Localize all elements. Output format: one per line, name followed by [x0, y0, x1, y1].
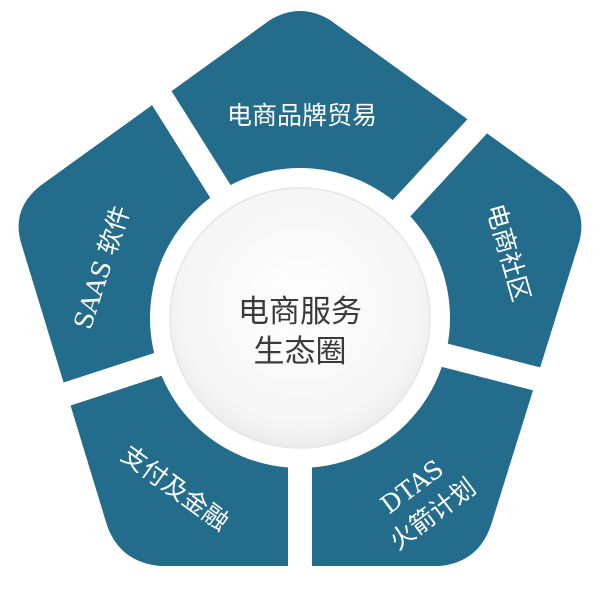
center-title-line2: 生态圈: [254, 334, 347, 370]
center-title-line1: 电商服务: [238, 294, 362, 330]
center-circle: [169, 187, 431, 449]
segment-label-top: 电商品牌贸易: [227, 101, 377, 130]
